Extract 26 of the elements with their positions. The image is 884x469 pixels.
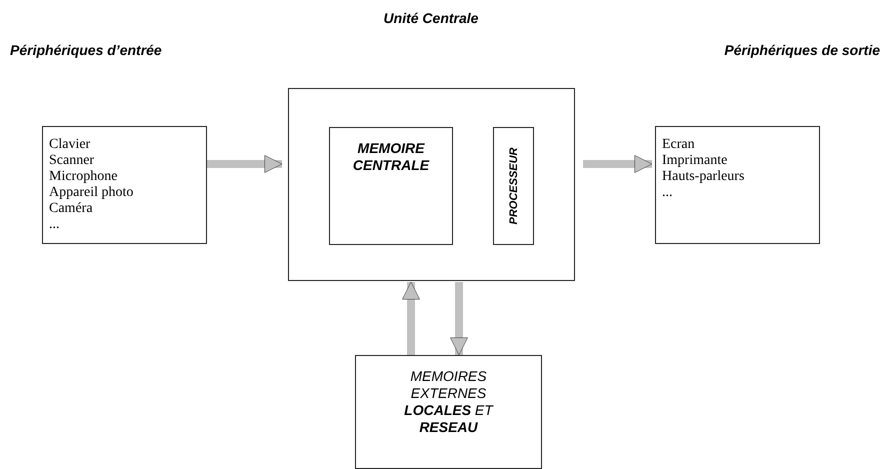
box-label: MEMOIRE CENTRALE [352,140,430,174]
box-label: PROCESSEUR [508,147,520,225]
device-list-box [655,126,820,244]
block-arrow [583,155,652,173]
list-item: Imprimante [662,153,728,169]
device-list-box [42,126,207,244]
list-item: Scanner [49,153,96,169]
list-item: Clavier [49,137,92,153]
processor-box [493,127,534,245]
list-item: ... [662,185,674,201]
block-arrow [450,282,468,356]
title: Unité Centrale [382,10,480,26]
storage-box [355,355,542,469]
list-item: ... [49,217,60,233]
list-item: Ecran [662,137,696,153]
memory-box [329,127,453,245]
list-item: Microphone [49,169,118,185]
list-item: Appareil photo [49,185,134,201]
list-item: Hauts-parleurs [662,169,746,185]
column-heading: Périphériques d’entrée [10,42,162,58]
list-item: Caméra [49,201,94,217]
block-arrow [402,282,420,355]
column-heading: Périphériques de sortie [724,42,880,58]
block-arrow [207,155,282,173]
box-label: MEMOIRES EXTERNES LOCALES ET RESEAU [403,368,494,436]
central-unit-box [288,88,575,281]
